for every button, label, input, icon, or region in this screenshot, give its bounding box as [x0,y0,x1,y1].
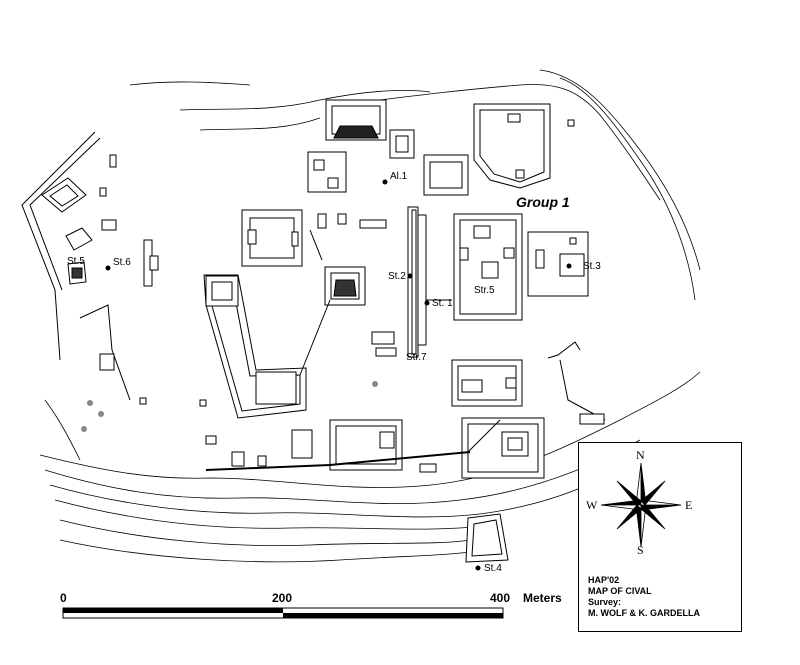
label-str5: Str.5 [474,285,495,296]
group-1-label: Group 1 [516,194,570,210]
scale-tick-0: 0 [60,591,67,605]
label-st2: St.2 [388,271,406,282]
label-st5: St.5 [67,256,85,267]
compass-e: E [685,498,693,512]
compass-rose-icon [600,462,682,548]
legend-authors: M. WOLF & K. GARDELLA [588,608,700,618]
structures [41,99,605,563]
scale-bar [62,607,504,619]
causeways [205,229,501,471]
compass-n: N [636,448,645,462]
label-st6: St.6 [113,257,131,268]
legend-project: HAP'02 [588,575,620,585]
label-al1: Al.1 [390,171,408,182]
label-st1: St. 1 [432,298,453,309]
scale-unit: Meters [523,591,562,605]
label-str7: Str.7 [406,352,427,363]
gray-markers [81,381,378,432]
map-legend: N S E W HAP'02 MAP OF CIVAL Survey: M. W… [578,442,742,632]
scale-tick-200: 200 [272,591,293,605]
legend-survey: Survey: [588,597,622,607]
scale-tick-400: 400 [490,591,511,605]
stela-markers [105,179,572,571]
label-st4: St.4 [484,563,502,574]
compass-w: W [586,498,598,512]
label-st3: St.3 [583,261,601,272]
compass-s: S [637,543,644,557]
legend-title: MAP OF CIVAL [588,586,652,596]
site-boundary [21,131,606,421]
contour-lines [39,69,701,563]
